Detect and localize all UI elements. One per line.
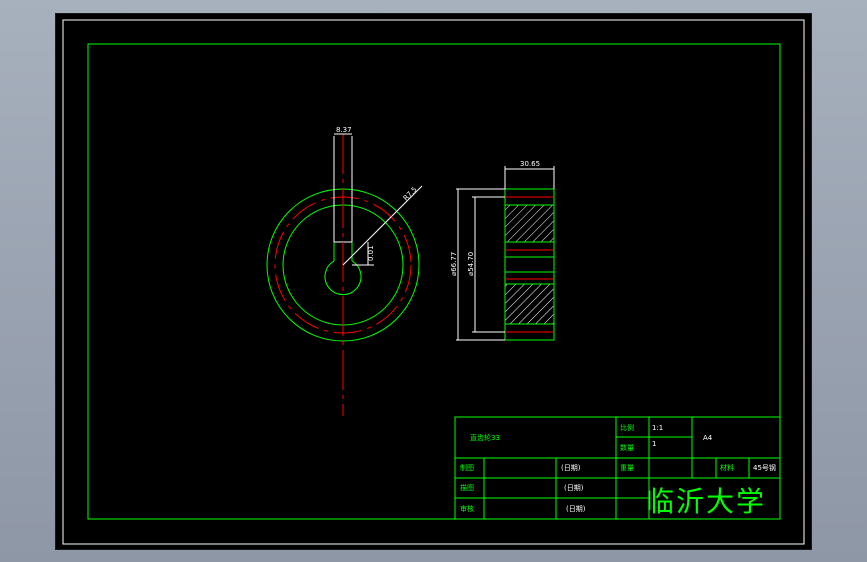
- material-value: 45号钢: [753, 463, 776, 472]
- date-3: (日期): [566, 505, 586, 513]
- quantity-value: 1: [652, 440, 656, 448]
- dim-outer-diameter: ⌀66.77: [450, 252, 458, 276]
- title-block: [454, 416, 781, 520]
- dim-inner-diameter: ⌀54.70: [467, 252, 475, 276]
- material-label: 材料: [720, 463, 734, 472]
- weight-label: 重量: [620, 464, 634, 472]
- design-label: 描图: [460, 483, 474, 492]
- dim-face-width: 30.65: [520, 160, 540, 168]
- front-view: 8.37 0.01 R7.5: [266, 126, 423, 416]
- dim-key-width: 8.37: [336, 126, 352, 134]
- scale-value: 1:1: [652, 424, 663, 432]
- quantity-label: 数量: [620, 443, 634, 452]
- radius-leader: [342, 185, 423, 266]
- drawing-canvas[interactable]: 8.37 0.01 R7.5 30.65: [55, 13, 812, 550]
- part-name: 直齿轮33: [470, 433, 500, 442]
- date-1: (日期): [561, 464, 581, 472]
- sheet-code: A4: [703, 434, 713, 442]
- scale-label: 比例: [620, 423, 634, 432]
- title-block-text: 直齿轮33 比例 1:1 数量 1 A4 重量 材料 45号钢 制图 描图 审核…: [460, 423, 776, 513]
- inner-border: [87, 43, 781, 520]
- side-view: 30.65 ⌀66.77 ⌀54.70: [450, 160, 555, 341]
- hatch-upper: [504, 204, 555, 243]
- dim-key-depth: 0.01: [367, 245, 375, 261]
- outer-frame: [62, 19, 805, 545]
- date-2: (日期): [564, 484, 584, 492]
- drawn-label: 制图: [460, 463, 474, 472]
- university-name: 临沂大学: [646, 485, 766, 518]
- side-outline: [504, 188, 555, 341]
- dim-radius: R7.5: [402, 185, 419, 202]
- cad-drawing: 8.37 0.01 R7.5 30.65: [62, 19, 805, 545]
- review-label: 审核: [460, 504, 474, 513]
- hatch-lower: [504, 283, 555, 325]
- bore-keyway: [324, 260, 362, 296]
